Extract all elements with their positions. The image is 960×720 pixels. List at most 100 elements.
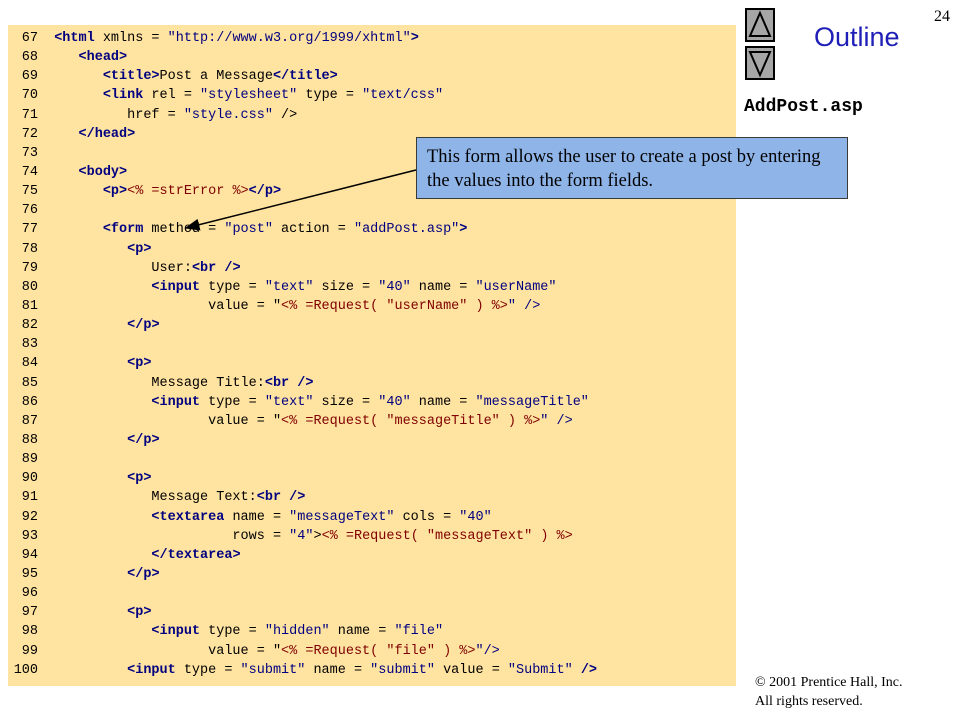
line-number: 72 — [21, 126, 38, 142]
code-text: </p> — [127, 566, 160, 582]
line-number: 100 — [13, 662, 38, 678]
line-number: 90 — [21, 471, 38, 487]
line-number: 76 — [21, 203, 38, 219]
code-line: 100 <input type = "submit" name = "submi… — [8, 661, 736, 680]
code-text: <p> — [127, 356, 152, 372]
code-text: <p> — [127, 241, 152, 257]
line-number: 83 — [21, 337, 38, 353]
code-text: <textarea name = "messageText" cols = "4… — [151, 509, 492, 525]
code-line: 97 <p> — [8, 603, 736, 622]
code-text: <title>Post a Message</title> — [102, 69, 338, 85]
triangle-down-glyph — [748, 51, 772, 78]
code-text: <input type = "text" size = "40" name = … — [151, 279, 557, 295]
line-number: 99 — [21, 643, 38, 659]
file-name: AddPost.asp — [744, 97, 863, 117]
code-text: </head> — [78, 126, 136, 142]
line-number: 79 — [21, 260, 38, 276]
code-line: 77 <form method = "post" action = "addPo… — [8, 220, 736, 239]
code-panel — [8, 25, 736, 686]
line-number: 93 — [21, 528, 38, 544]
code-text: value = "<% =Request( "messageTitle" ) %… — [54, 413, 573, 429]
code-line: 78 <p> — [8, 240, 736, 259]
code-line: 68 <head> — [8, 48, 736, 67]
code-line: 96 — [8, 584, 736, 603]
code-line: 89 — [8, 450, 736, 469]
code-text: </p> — [127, 318, 160, 334]
code-text — [38, 144, 54, 163]
code-text: Message Text:<br /> — [54, 490, 306, 506]
code-text: value = "<% =Request( "userName" ) %>" /… — [54, 298, 541, 314]
line-number: 95 — [21, 566, 38, 582]
line-number: 81 — [21, 298, 38, 314]
code-line: 91 Message Text:<br /> — [8, 488, 736, 507]
code-text: <html xmlns = "http://www.w3.org/1999/xh… — [54, 31, 419, 46]
triangle-up-glyph — [748, 10, 772, 37]
code-line: 99 value = "<% =Request( "file" ) %>"/> — [8, 642, 736, 661]
code-text: </textarea> — [151, 547, 241, 563]
code-text: <form method = "post" action = "addPost.… — [102, 222, 468, 238]
line-number: 71 — [21, 107, 38, 123]
line-number: 80 — [21, 279, 38, 295]
outline-label[interactable]: Outline — [814, 22, 900, 52]
code-line: 82 </p> — [8, 316, 736, 335]
copyright-line-2: All rights reserved. — [755, 694, 863, 709]
triangle-down-icon[interactable] — [745, 46, 775, 80]
line-number: 91 — [21, 490, 38, 506]
line-number: 75 — [21, 184, 38, 200]
code-line: 70 <link rel = "stylesheet" type = "text… — [8, 86, 736, 105]
code-line: 94 </textarea> — [8, 546, 736, 565]
line-number: 97 — [21, 605, 38, 621]
line-number: 94 — [21, 547, 38, 563]
line-number: 96 — [21, 586, 38, 602]
line-number: 74 — [21, 164, 38, 180]
code-text — [38, 450, 54, 469]
code-line: 73 — [8, 144, 736, 163]
page-number: 24 — [934, 8, 950, 25]
line-number: 88 — [21, 432, 38, 448]
line-number: 86 — [21, 394, 38, 410]
line-number: 67 — [21, 31, 38, 46]
line-number: 77 — [21, 222, 38, 238]
line-number: 85 — [21, 375, 38, 391]
code-line: 90 <p> — [8, 469, 736, 488]
code-line: 72 </head> — [8, 125, 736, 144]
code-text — [38, 584, 54, 603]
code-text: <p> — [127, 471, 152, 487]
code-line: 98 <input type = "hidden" name = "file" — [8, 622, 736, 641]
code-line: 85 Message Title:<br /> — [8, 374, 736, 393]
code-line: 74 <body> — [8, 163, 736, 182]
code-line: 88 </p> — [8, 431, 736, 450]
code-line: 83 — [8, 335, 736, 354]
line-number: 82 — [21, 318, 38, 334]
code-line: 79 User:<br /> — [8, 259, 736, 278]
code-line: 80 <input type = "text" size = "40" name… — [8, 278, 736, 297]
line-number: 73 — [21, 145, 38, 161]
code-line: 84 <p> — [8, 354, 736, 373]
code-text — [38, 335, 54, 354]
code-text: </p> — [127, 432, 160, 448]
line-number: 89 — [21, 452, 38, 468]
code-text: <link rel = "stylesheet" type = "text/cs… — [102, 88, 444, 104]
code-line: 69 <title>Post a Message</title> — [8, 67, 736, 86]
copyright: © 2001 Prentice Hall, Inc. All rights re… — [755, 673, 903, 711]
line-number: 92 — [21, 509, 38, 525]
code-text: value = "<% =Request( "file" ) %>"/> — [54, 643, 500, 659]
triangle-up-icon[interactable] — [745, 8, 775, 42]
code-text: <input type = "submit" name = "submit" v… — [127, 662, 598, 678]
code-text: <input type = "hidden" name = "file" — [151, 624, 444, 640]
code-text — [38, 201, 54, 220]
line-number: 87 — [21, 413, 38, 429]
copyright-line-1: © 2001 Prentice Hall, Inc. — [755, 675, 903, 690]
code-line: 92 <textarea name = "messageText" cols =… — [8, 508, 736, 527]
code-text: <p><% =strError %></p> — [102, 184, 282, 200]
line-number: 84 — [21, 356, 38, 372]
line-number: 69 — [21, 69, 38, 85]
code-line: 87 value = "<% =Request( "messageTitle" … — [8, 412, 736, 431]
line-number: 70 — [21, 88, 38, 104]
line-number: 98 — [21, 624, 38, 640]
code-line: 95 </p> — [8, 565, 736, 584]
code-line: 76 — [8, 201, 736, 220]
code-line: 71 href = "style.css" /> — [8, 106, 736, 125]
code-text: <input type = "text" size = "40" name = … — [151, 394, 589, 410]
callout-box: This form allows the user to create a po… — [416, 137, 848, 199]
